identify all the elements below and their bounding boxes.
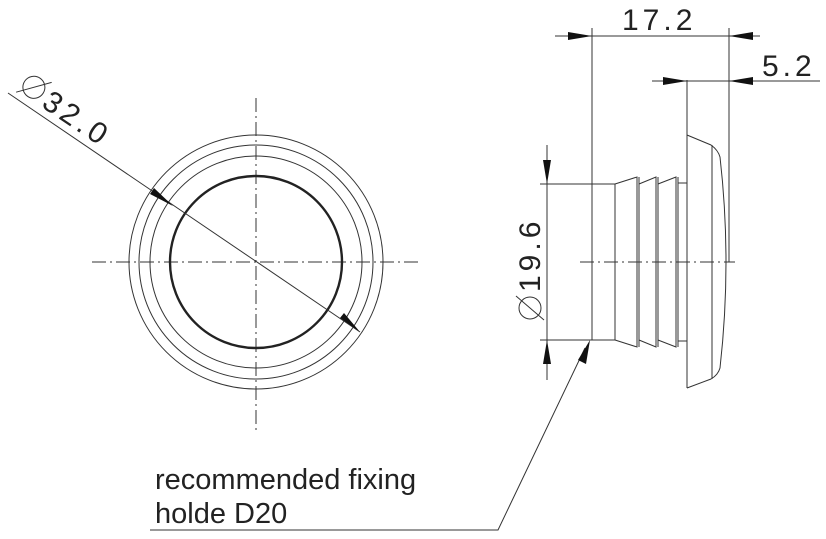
front-diameter-label: 32.0 — [37, 85, 117, 154]
diameter-symbol-slash — [15, 81, 52, 93]
diameter-symbol-icon — [518, 296, 542, 320]
diameter-symbol-slash — [515, 295, 545, 321]
note-line-2: holde D20 — [155, 498, 287, 530]
rib — [638, 176, 657, 348]
note-leader-line — [150, 347, 586, 531]
inner-circle — [168, 174, 344, 350]
arrow — [663, 77, 687, 85]
arrow — [729, 77, 753, 85]
rib — [657, 176, 677, 348]
diameter-symbol-icon — [22, 75, 46, 99]
second-circle — [138, 144, 374, 380]
flange — [686, 80, 727, 389]
length-label: 17.2 — [622, 4, 696, 37]
rib — [614, 176, 638, 348]
note: recommended fixing holde D20 — [150, 340, 590, 531]
flange-label: 5.2 — [762, 50, 816, 83]
arrow — [543, 340, 551, 364]
side-diameter-label: 19.6 — [514, 218, 547, 292]
diameter-leader-line — [7, 92, 361, 333]
arrow — [729, 32, 753, 40]
outer-circle — [128, 134, 384, 390]
side-view: 17.2 5.2 19.6 — [514, 4, 820, 389]
third-circle — [149, 155, 363, 369]
diameter-arrow-top — [150, 188, 173, 206]
arrow — [543, 160, 551, 184]
front-view: 32.0 — [7, 75, 420, 430]
diameter-arrow-bottom — [340, 313, 360, 332]
note-line-1: recommended fixing — [155, 464, 416, 496]
arrow — [568, 32, 592, 40]
arrow — [578, 340, 590, 364]
ribs — [614, 176, 687, 348]
